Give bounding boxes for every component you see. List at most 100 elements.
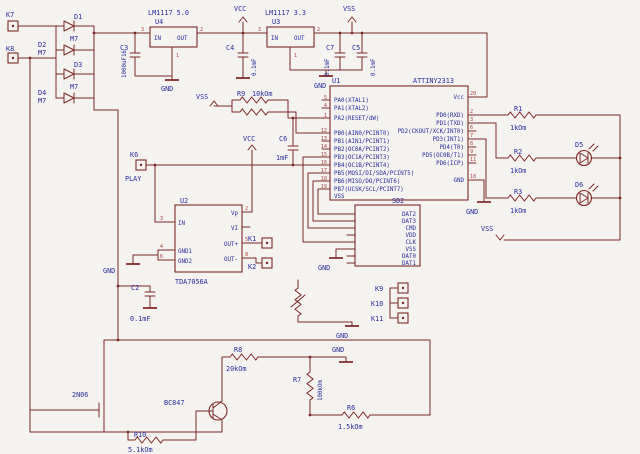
pinnum-u2-8: 8: [245, 252, 248, 258]
connector-k10: [397, 297, 409, 309]
pin-u2-outp: OUT+: [224, 242, 238, 248]
led-wires: [475, 114, 621, 241]
pinnum-u1-19: 19: [321, 184, 327, 190]
ref-u4: U4: [155, 18, 163, 26]
pinnum-u1-11: 11: [470, 157, 476, 163]
amp-wires: [117, 144, 353, 327]
resistor-r3: [507, 194, 537, 202]
pin-u1-pb3: PB3(OC1A/PCINT3): [334, 155, 390, 161]
val-d4: M7: [38, 97, 46, 105]
pin-u2-outm: OUT-: [224, 257, 238, 263]
mcu-body: [329, 85, 469, 201]
led-d6-body: [575, 189, 593, 207]
pinnum-u4-3: 3: [141, 27, 144, 33]
resistor-r6: [341, 411, 371, 419]
pinnum-u3-1: 1: [294, 53, 297, 59]
connector-k11: [397, 312, 409, 324]
ref-r1: R1: [514, 105, 522, 113]
val-r9: 10kOm: [252, 90, 272, 98]
pin-u1-pa1: PA1(XTAL2): [334, 106, 369, 112]
pullup-wires: [209, 99, 323, 134]
net-vcc-top: VCC: [234, 5, 246, 13]
resistor-r10: [134, 436, 164, 444]
val-d1: M7: [70, 35, 78, 43]
volume-pot: [294, 287, 302, 317]
pin-u1-gnd: GND: [454, 178, 465, 184]
net-gnd-u1: GND: [466, 208, 478, 216]
pinnum-u2-5: 5: [245, 237, 248, 243]
play-button: [135, 117, 323, 223]
val-r1: 1kOm: [510, 124, 526, 132]
resistor-r1: [507, 111, 537, 119]
net-vcc-u2: VCC: [243, 135, 255, 143]
ref-c2: C2: [131, 284, 139, 292]
pin-u1-pb1: PB1(AIN1/PCINT1): [334, 139, 390, 145]
net-vss-led: VSS: [481, 225, 493, 233]
resistor-r2: [507, 154, 537, 162]
val-c4: 0.1mF: [252, 58, 258, 76]
k1-pin: [265, 241, 269, 245]
ref-k6: K6: [130, 151, 138, 159]
ref-q1: BC847: [164, 399, 184, 407]
diode-d1: [63, 20, 75, 32]
sd-card: [302, 156, 421, 324]
ref-u1: U1: [332, 77, 340, 85]
val-c5: 0.1mF: [371, 58, 377, 76]
pin-sd2-vdd: VDD: [406, 233, 417, 239]
pinnum-u1-15: 15: [321, 152, 327, 158]
led-d5-body: [575, 149, 593, 167]
pinnum-u1-8: 8: [470, 141, 473, 147]
val-r7: 100kOm: [318, 380, 324, 401]
net-gnd-u2: GND: [103, 267, 115, 275]
pinnum-u2-4: 4: [160, 244, 163, 250]
net-vss-reset: VSS: [196, 93, 208, 101]
pinnum-u1-2: 2: [470, 109, 473, 115]
play-wires: [145, 117, 323, 223]
ref-d6: D6: [575, 181, 583, 189]
pin-u1-pb6: PB6(MISO/DO/PCINT6): [334, 179, 400, 185]
k11-pin: [401, 316, 405, 320]
k8-pin: [11, 56, 15, 60]
pin-u4-in: IN: [154, 36, 161, 42]
ref-k1: K1: [248, 235, 256, 243]
pin-u1-pd4: PD4(T0): [440, 145, 464, 151]
resistor-r7: [306, 371, 314, 401]
ref-r10: R10: [134, 431, 146, 439]
gnd-bars-top: [165, 75, 333, 81]
pin-u1-vcc: Vcc: [454, 95, 464, 101]
ref-k10: K10: [371, 300, 383, 308]
val-u1: ATTINY2313: [413, 77, 454, 85]
pin-u1-pd0: PD0(RXD): [436, 113, 464, 119]
k2-pin: [265, 261, 269, 265]
net-vss-top: VSS: [343, 5, 355, 13]
val-r3: 1kOm: [510, 207, 526, 215]
pin-u1-pb0: PB0(AIN0/PCINT0): [334, 131, 390, 137]
pin-u2-vi: VI: [231, 226, 238, 232]
pinnum-u1-17: 17: [321, 168, 327, 174]
pin-sd2-dat2: DAT2: [402, 212, 416, 218]
pin-u1-pb5: PB5(MOSI/DI/SDA/PCINT5): [334, 171, 414, 177]
pinnum-u1-20: 20: [470, 91, 476, 97]
ref-c4: C4: [226, 44, 234, 52]
val-u2: TDA7056A: [175, 278, 208, 286]
val-c6: 1mF: [276, 154, 288, 162]
pin-sd2-dat3: DAT3: [402, 219, 416, 225]
ref-r9: R9: [237, 90, 245, 98]
val-r10: 5.1kOm: [128, 446, 153, 454]
connector-k2: [261, 257, 273, 269]
net-gnd-reg: GND: [161, 85, 173, 93]
ref-c3: C3: [120, 44, 128, 52]
junction-dots: [28, 31, 622, 434]
pin-u1-pb2: PB2(OC0A/PCINT2): [334, 147, 390, 153]
ref-r8: R8: [234, 346, 242, 354]
ref-u3: U3: [272, 18, 280, 26]
ref-d4: D4: [38, 89, 46, 97]
ref-k9: K9: [375, 285, 383, 293]
voltage-regulators: [93, 16, 488, 98]
led-d5-arrowhead: [579, 152, 589, 164]
pin-u1-pa2: PA2(RESET/dW): [334, 116, 379, 122]
pinnum-u1-3: 3: [470, 117, 473, 123]
pinnum-u1-10: 10: [470, 174, 476, 180]
net-gnd-c57: GND: [314, 82, 326, 90]
